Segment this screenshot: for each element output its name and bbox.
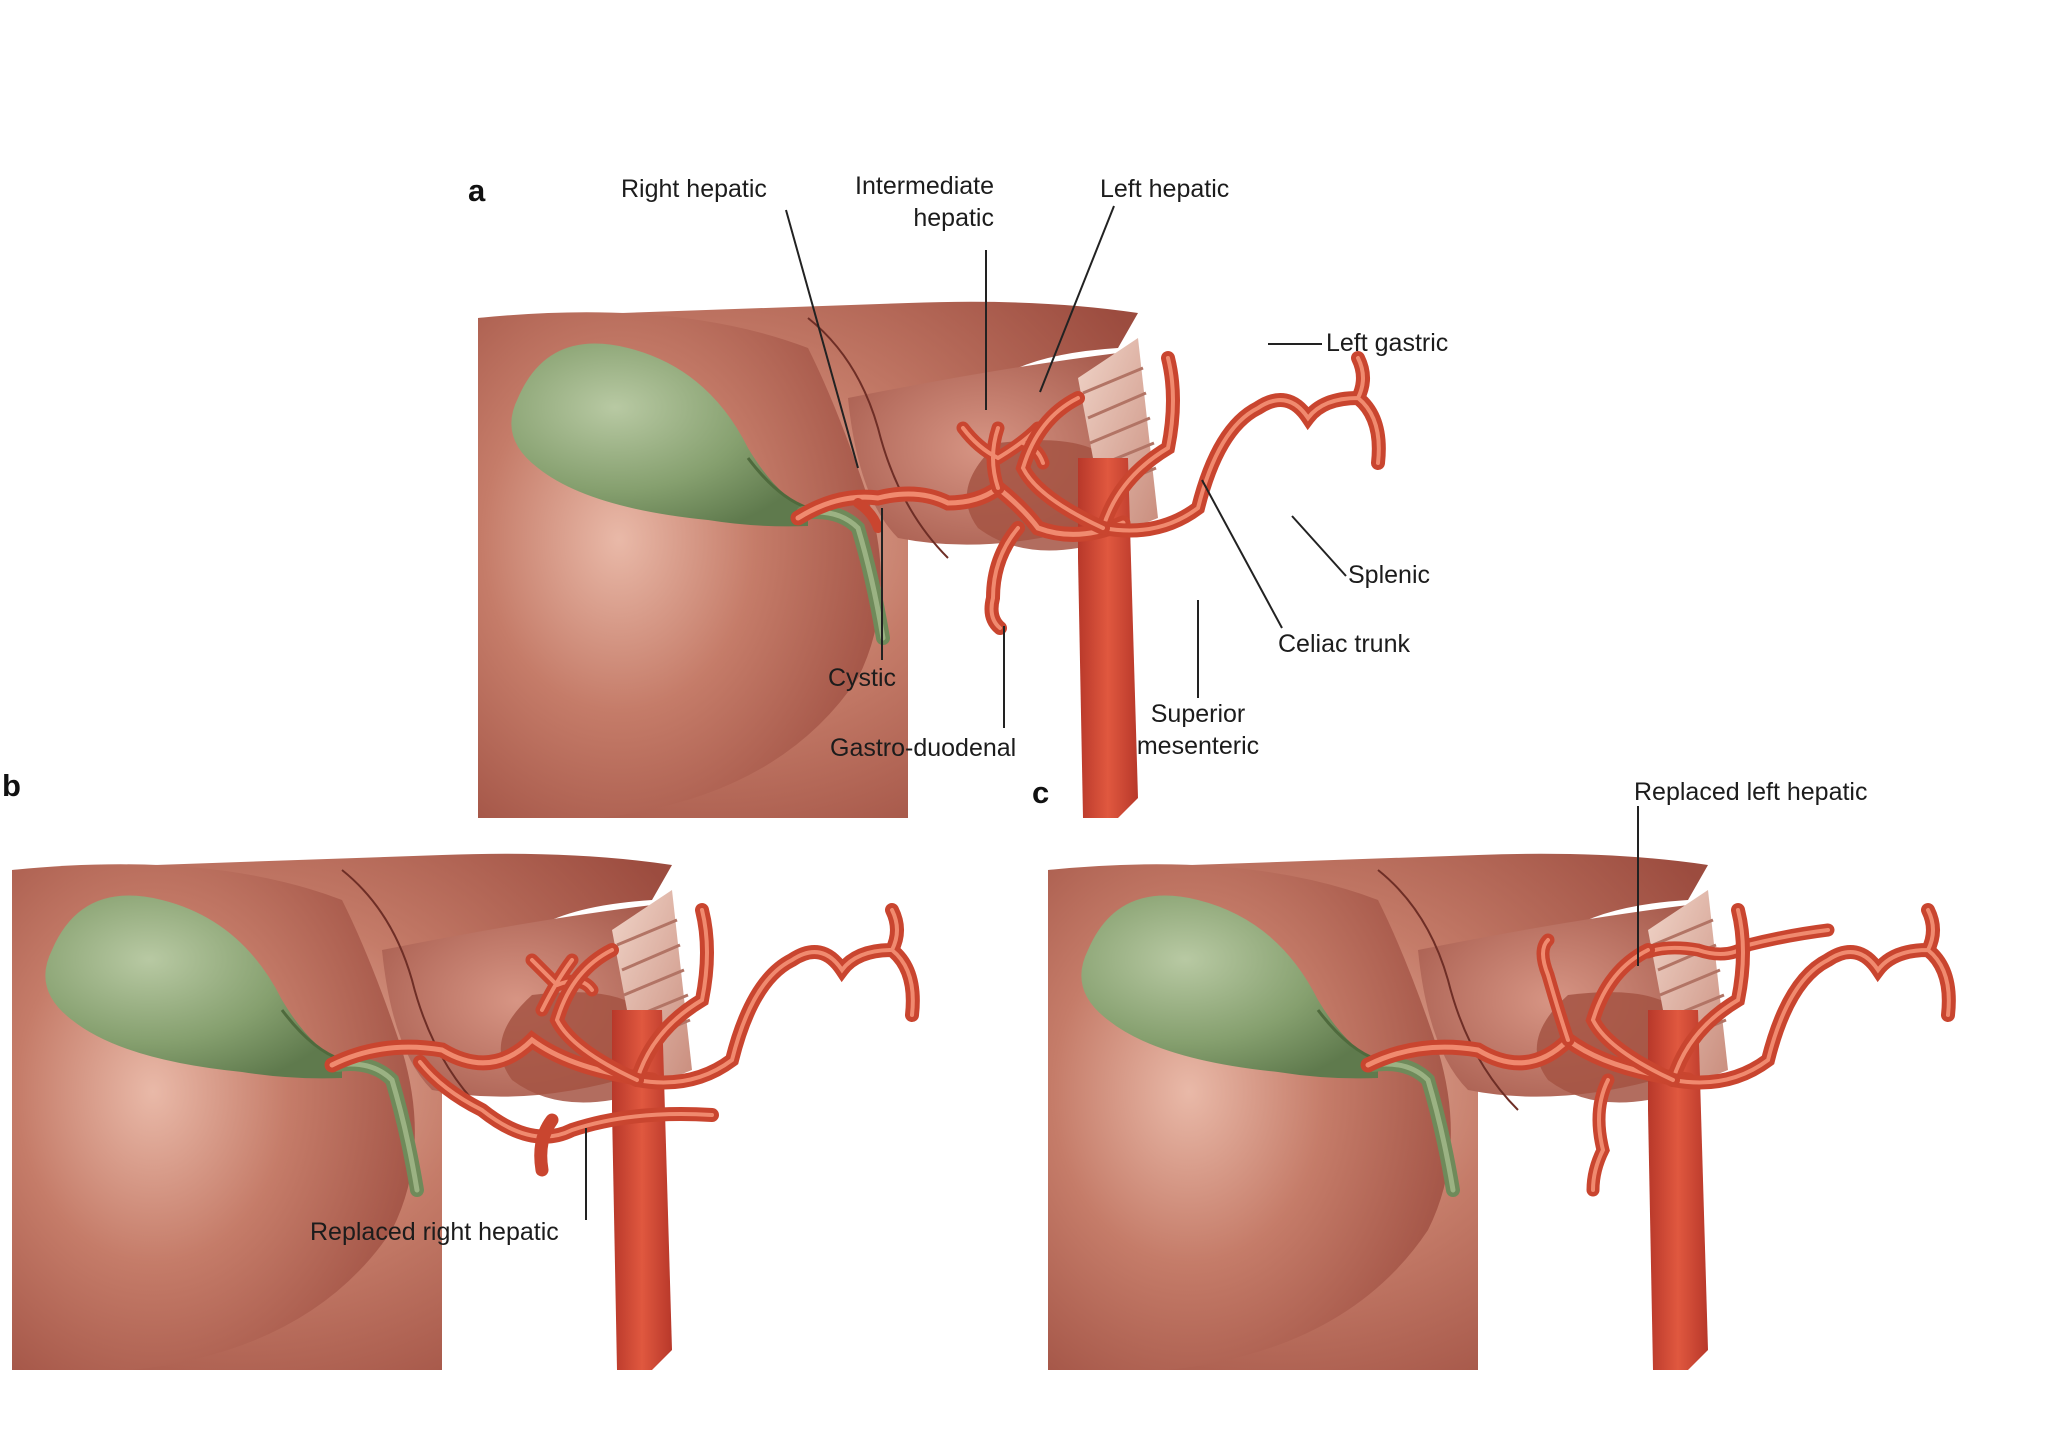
label-cystic: Cystic <box>828 664 897 692</box>
label-splenic: Splenic <box>1348 561 1430 589</box>
label-left-hepatic: Left hepatic <box>1100 175 1230 203</box>
leader-lines <box>585 205 1639 1220</box>
label-left-gastric: Left gastric <box>1326 329 1449 357</box>
label-replaced-right-hepatic: Replaced right hepatic <box>310 1218 559 1246</box>
panel-a-art <box>478 298 1379 818</box>
leader-right-hepatic <box>785 209 859 469</box>
leader-celiac-trunk <box>1201 479 1283 629</box>
label-replaced-left-hepatic: Replaced left hepatic <box>1634 778 1868 806</box>
panel-c-art <box>1048 850 1949 1370</box>
leader-splenic <box>1291 515 1347 577</box>
label-right-hepatic: Right hepatic <box>621 175 767 203</box>
panel-b-art <box>12 850 913 1370</box>
panel-label-a: a <box>468 173 486 208</box>
label-intermediate-hepatic: Intermediate hepatic <box>855 172 994 232</box>
label-celiac-trunk: Celiac trunk <box>1278 630 1410 658</box>
label-gastro-duodenal: Gastro-duodenal <box>830 734 1017 762</box>
label-superior-mesenteric: Superior mesenteric <box>1136 700 1260 760</box>
panel-label-c: c <box>1032 775 1050 810</box>
panel-label-b: b <box>2 768 21 803</box>
leader-left-hepatic <box>1039 205 1115 393</box>
